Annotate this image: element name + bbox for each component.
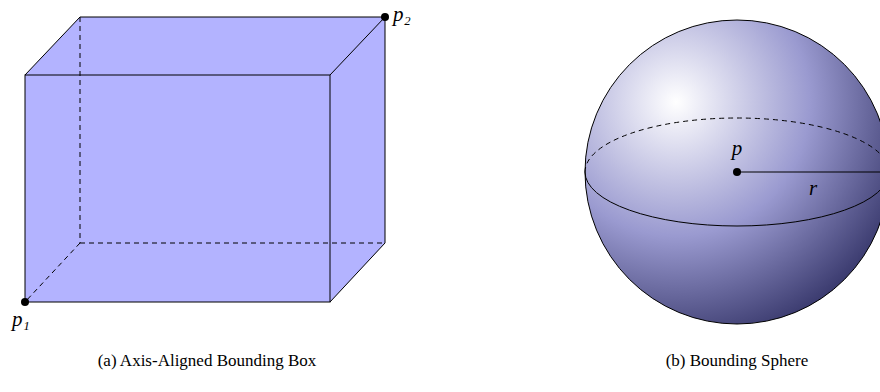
subfigure-caption: (a) Axis-Aligned Bounding Box: [98, 352, 317, 369]
hidden-edges: [25, 17, 385, 302]
corner-point: [21, 298, 29, 306]
center-point: [733, 168, 741, 176]
subfigure-caption: (b) Bounding Sphere: [666, 352, 809, 369]
sphere: [585, 20, 880, 324]
point-label: p₁: [12, 309, 30, 330]
equator-back: [585, 118, 880, 172]
point-label: p: [732, 138, 743, 159]
point-label: p₂: [393, 4, 411, 25]
radius-line: [737, 172, 880, 173]
corner-point: [381, 13, 389, 21]
equator-front: [585, 172, 880, 226]
box-fill: [25, 17, 385, 302]
bounding-sphere: [585, 20, 880, 324]
radius-label: r: [809, 178, 817, 199]
visible-edges: [25, 17, 385, 302]
bounding-box: [21, 13, 389, 306]
